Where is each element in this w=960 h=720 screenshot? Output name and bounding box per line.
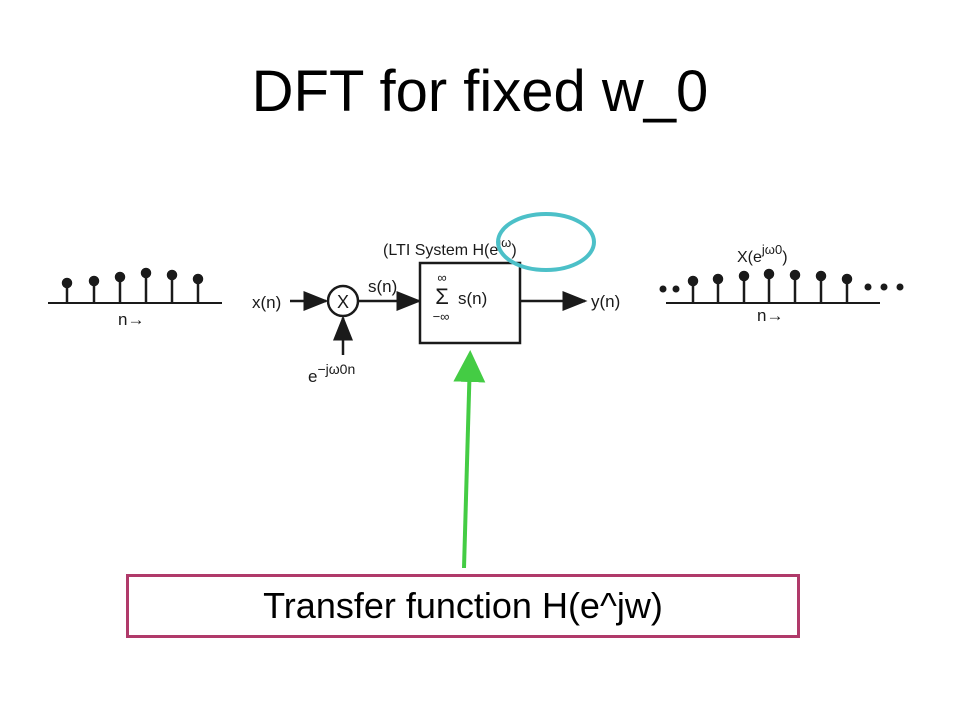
ellipsis-dot [896, 283, 904, 291]
left-stem-dot [114, 271, 126, 283]
right-plot-label: X(ejω0) [737, 242, 788, 266]
multiplier-symbol: X [337, 292, 349, 312]
ellipsis-dot [880, 283, 888, 291]
callout-text: Transfer function H(e^jw) [263, 585, 663, 626]
ellipsis-dot [659, 285, 667, 293]
input-label: x(n) [252, 293, 281, 312]
right-stem-dot [789, 269, 801, 281]
right-stem-plot: X(ejω0) n→ [659, 242, 904, 325]
right-trailing-dots [864, 283, 904, 291]
right-stems [687, 268, 853, 303]
system-caption: (LTI System H(ejω) [383, 235, 517, 259]
sum-upper-limit: ∞ [437, 270, 446, 285]
highlight-circle [496, 212, 596, 272]
right-stem-dot [712, 273, 724, 285]
ellipsis-dot [672, 285, 680, 293]
output-label: y(n) [591, 292, 620, 311]
system-response-exponent: jω [497, 235, 511, 250]
left-stem-plot: n→ [48, 267, 222, 329]
sum-symbol: Σ [435, 284, 449, 309]
right-plot-exponent: jω0 [761, 242, 782, 257]
right-stem-dot [763, 268, 775, 280]
left-stem-dot [166, 269, 178, 281]
modulation-exponent: −jω0n [317, 361, 355, 377]
pointer-arrow [453, 350, 486, 569]
left-stems [61, 267, 204, 303]
left-stem-dot [140, 267, 152, 279]
callout-box: Transfer function H(e^jw) [126, 574, 800, 638]
system-caption-text: (LTI System [383, 242, 468, 259]
modulation-base: e [308, 367, 317, 386]
left-stem-dot [88, 275, 100, 287]
sum-lower-limit: −∞ [433, 309, 450, 324]
right-plot-base: X(e [737, 249, 762, 266]
right-stem-dot [841, 273, 853, 285]
lti-system-box [418, 261, 522, 345]
ellipsis-dot [864, 283, 872, 291]
sum-term: s(n) [458, 289, 487, 308]
modulation-label: e−jω0n [308, 361, 355, 386]
right-plot-close: ) [782, 249, 787, 266]
system-response-base: H(e [473, 242, 499, 259]
right-stem-dot [738, 270, 750, 282]
left-stem-dot [192, 273, 204, 285]
right-stem-dot [687, 275, 699, 287]
right-leading-dots [659, 285, 680, 293]
signal-label: s(n) [368, 277, 397, 296]
right-axis-label: n→ [757, 306, 783, 325]
left-axis-label: n→ [118, 310, 144, 329]
right-stem-dot [815, 270, 827, 282]
slide-title: DFT for fixed w_0 [251, 59, 709, 124]
left-stem-dot [61, 277, 73, 289]
system-response-close: ) [511, 242, 516, 259]
